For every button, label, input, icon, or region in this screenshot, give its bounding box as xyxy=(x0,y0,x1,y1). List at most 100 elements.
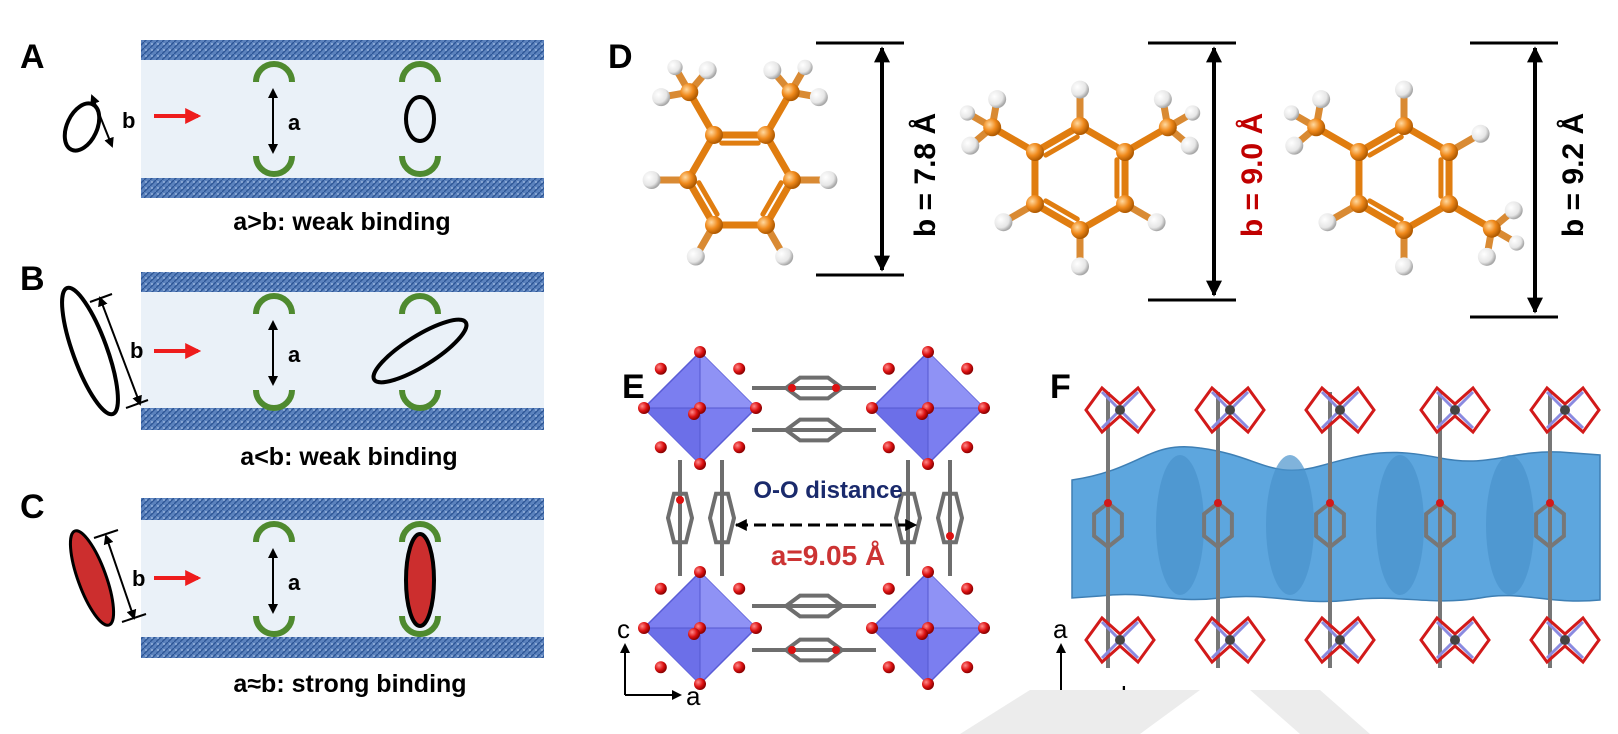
hydrogen-atom xyxy=(763,61,782,80)
channel-interior xyxy=(141,60,544,178)
carbon-atom xyxy=(1158,118,1177,137)
carbon-atom xyxy=(680,83,699,102)
mof-channel-view xyxy=(1071,385,1601,668)
linker-ring xyxy=(707,491,737,545)
b-tick xyxy=(121,613,147,623)
hydrogen-atom xyxy=(1395,257,1413,276)
carbon-atom xyxy=(705,216,723,235)
carbon-atom xyxy=(757,125,775,144)
hydrogen-atom xyxy=(652,88,671,107)
oxygen-atom xyxy=(694,566,706,578)
carbon-atom xyxy=(1395,221,1413,239)
oxygen-atom xyxy=(1436,499,1444,507)
channel-wall-bottom xyxy=(141,408,544,430)
oxygen-atom xyxy=(654,661,667,674)
o-xylene-molecule xyxy=(642,59,838,266)
mof-framework-view xyxy=(638,346,990,690)
carboxylate-cluster xyxy=(1419,615,1491,665)
linker-ring xyxy=(665,491,695,545)
clamp-bottom xyxy=(399,615,441,637)
double-bond xyxy=(1043,198,1080,222)
oxygen-atom xyxy=(961,582,974,595)
oxygen-atom xyxy=(916,628,928,640)
panel-letter-c: C xyxy=(20,488,45,526)
oxygen-atom xyxy=(638,622,650,634)
oxygen-atom xyxy=(676,496,684,504)
double-bond xyxy=(1367,134,1404,158)
tilted-ellipse xyxy=(371,317,469,385)
linker-ring xyxy=(782,375,846,401)
b-dimension-arrow xyxy=(98,296,142,406)
guest-ellipse xyxy=(60,285,120,417)
oxygen-atom xyxy=(961,362,974,375)
b-label: b xyxy=(132,566,145,591)
hydrogen-atom xyxy=(1283,105,1300,121)
clamp-top xyxy=(253,521,295,543)
oxygen-atom xyxy=(733,441,746,454)
watermark-shape xyxy=(1250,690,1370,734)
carboxylate-cluster xyxy=(1194,385,1266,435)
carbon-atom xyxy=(1440,195,1459,213)
oxygen-atom xyxy=(866,402,878,414)
oxygen-atom xyxy=(733,362,746,375)
panel-caption: a≈b: strong binding xyxy=(233,670,466,698)
hydrogen-atom xyxy=(667,59,683,76)
carboxylate-cluster xyxy=(1304,615,1376,665)
hydrogen-atom xyxy=(1312,90,1331,109)
axis-y-label: a xyxy=(1053,614,1068,644)
linker-ring xyxy=(782,637,846,663)
carbon-atom xyxy=(783,171,801,189)
hydrogen-atom xyxy=(1471,124,1490,143)
clamp-top xyxy=(399,61,441,83)
linker-ring xyxy=(1202,500,1234,550)
hydrogen-atom xyxy=(994,213,1013,232)
metal-atom xyxy=(1225,405,1235,415)
hydrogen-atom xyxy=(686,247,705,266)
hydrogen-atom xyxy=(961,136,980,155)
oxygen-atom xyxy=(654,362,667,375)
double-bond xyxy=(760,180,784,217)
carbon-atom xyxy=(983,118,1002,137)
oxygen-atom xyxy=(882,661,895,674)
b-label: b xyxy=(122,108,135,133)
polyhedron-face xyxy=(872,628,928,684)
guest-ellipse xyxy=(62,101,102,153)
carbon-atom xyxy=(1307,118,1326,137)
linker-ring xyxy=(1092,500,1124,550)
oxygen-atom xyxy=(978,402,990,414)
hydrogen-atom xyxy=(1184,105,1201,121)
channel-wall-bottom xyxy=(141,178,544,198)
metal-atom xyxy=(1115,635,1125,645)
b-tick xyxy=(93,529,119,539)
bound-ellipse-filled xyxy=(404,532,436,628)
carbon-atom xyxy=(1025,195,1044,213)
hydrogen-atom xyxy=(988,90,1007,109)
hydrogen-atom xyxy=(1504,201,1523,220)
metal-atom xyxy=(1560,405,1570,415)
oxygen-atom xyxy=(916,408,928,420)
oxygen-atom xyxy=(882,441,895,454)
a-label: a xyxy=(288,110,301,135)
b-tick xyxy=(89,293,113,303)
hydrogen-atom xyxy=(775,247,794,266)
panel-d: D b = 7.8 Å b = 9.0 Å b = 9.2 Å xyxy=(608,38,1590,319)
channel-interior xyxy=(141,292,544,408)
oxygen-atom xyxy=(688,628,700,640)
carbon-atom xyxy=(1349,195,1368,213)
linker-ring xyxy=(782,417,846,443)
metal-atom xyxy=(1115,405,1125,415)
channel-wall-bottom xyxy=(141,637,544,658)
linker-ring xyxy=(893,491,923,545)
carbon-atom xyxy=(679,171,697,189)
hydrogen-atom xyxy=(1071,257,1089,276)
clamp-top xyxy=(253,293,295,315)
double-bond xyxy=(1367,198,1404,222)
oxygen-atom xyxy=(922,566,934,578)
metal-atom xyxy=(1335,635,1345,645)
clamp-bottom xyxy=(399,389,441,411)
carboxylate-cluster xyxy=(1304,385,1376,435)
carboxylate-cluster xyxy=(1084,385,1156,435)
metal-atom xyxy=(1225,635,1235,645)
oxygen-atom xyxy=(1214,499,1222,507)
